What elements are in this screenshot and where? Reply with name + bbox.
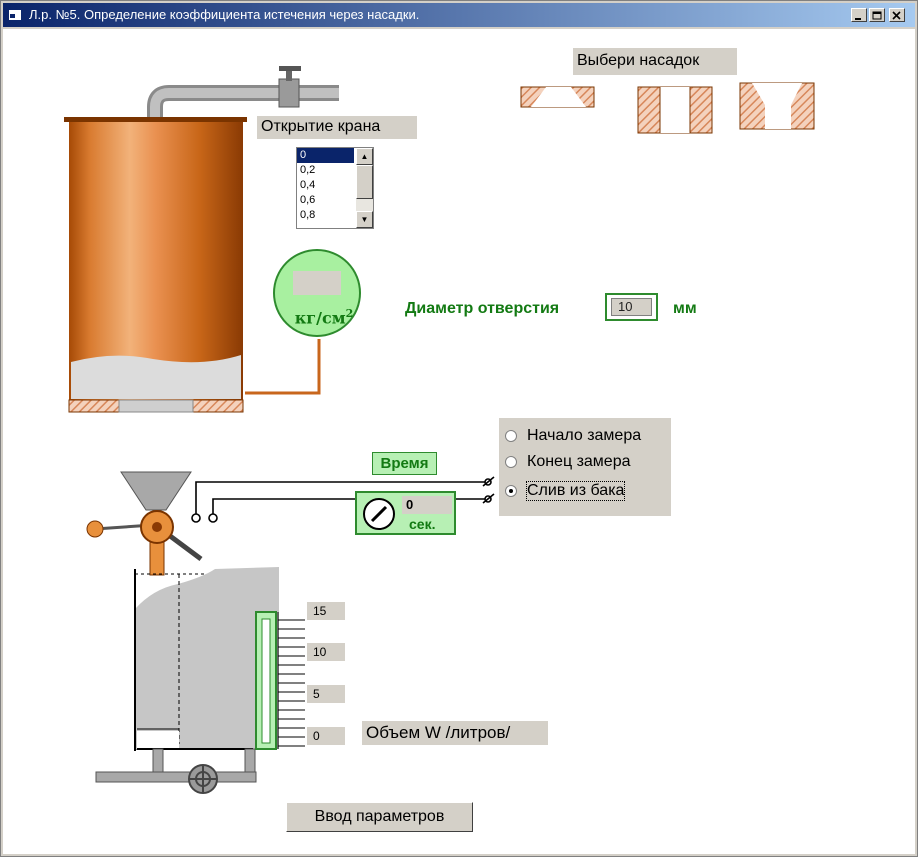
list-item[interactable]: 0,8	[300, 209, 316, 221]
scale-mark-5: 5	[307, 685, 345, 703]
nozzle-cylindrical[interactable]	[637, 86, 713, 134]
measurement-mode-group: Начало замера Конец замера Слив из бака	[499, 418, 671, 516]
list-scrollbar[interactable]: ▲ ▼	[356, 148, 373, 228]
radio-button-icon[interactable]	[505, 430, 517, 442]
enter-parameters-button[interactable]: Ввод параметров	[286, 802, 473, 832]
list-item[interactable]: 0	[297, 148, 354, 163]
diameter-label: Диаметр отверстия	[405, 300, 560, 317]
radio-end-measurement[interactable]: Конец замера	[505, 451, 631, 473]
diameter-field[interactable]: 10	[605, 293, 658, 321]
minimize-button[interactable]	[851, 8, 867, 22]
pressure-gauge	[245, 249, 361, 395]
timer-value: 0	[402, 496, 452, 514]
scale-mark-0: 0	[307, 727, 345, 745]
nozzle-conical[interactable]	[520, 86, 595, 108]
timer-wiring	[191, 476, 495, 523]
drain-funnel	[86, 471, 203, 576]
diameter-value[interactable]: 10	[611, 298, 652, 316]
stopwatch-icon	[363, 498, 395, 530]
scale-mark-15: 15	[307, 602, 345, 620]
scale-mark-10: 10	[307, 643, 345, 661]
list-item[interactable]: 0,4	[300, 179, 316, 191]
stopwatch: 0 сек.	[355, 491, 456, 535]
tap-opening-label: Открытие крана	[257, 116, 417, 139]
inlet-pipe	[147, 66, 339, 121]
gauge-unit-label: кг/см2	[294, 307, 354, 328]
nozzle-conoidal[interactable]	[739, 82, 815, 130]
minimize-icon	[855, 18, 861, 20]
close-icon	[892, 11, 901, 20]
window-title: Л.р. №5. Определение коэффициента истече…	[29, 7, 420, 22]
volume-label: Объем W /литров/	[362, 721, 548, 745]
list-item[interactable]: 0,6	[300, 194, 316, 206]
radio-start-measurement[interactable]: Начало замера	[505, 425, 641, 447]
radio-drain-tank[interactable]: Слив из бака	[505, 480, 626, 502]
title-bar[interactable]: Л.р. №5. Определение коэффициента истече…	[3, 3, 915, 27]
radio-button-icon[interactable]	[505, 456, 517, 468]
radio-label[interactable]: Слив из бака	[525, 481, 626, 501]
app-icon	[9, 10, 21, 20]
measuring-tank	[95, 567, 279, 794]
nozzle-options[interactable]	[520, 82, 815, 134]
maximize-button[interactable]	[869, 8, 885, 22]
tap-opening-list[interactable]: 0 0,2 0,4 0,6 0,8 ▲ ▼	[296, 147, 374, 229]
close-button[interactable]	[889, 8, 905, 22]
radio-label[interactable]: Конец замера	[527, 453, 631, 470]
scroll-up-icon[interactable]: ▲	[356, 148, 373, 165]
scroll-down-icon[interactable]: ▼	[356, 211, 373, 228]
level-gauge	[255, 611, 305, 750]
maximize-icon	[872, 11, 882, 20]
apparatus-diagram	[64, 66, 815, 794]
client-area: кг/см2 Открытие крана Выбери насадок 0 0…	[3, 29, 915, 854]
diameter-unit: мм	[673, 300, 697, 317]
water-tank	[64, 117, 247, 413]
radio-label[interactable]: Начало замера	[527, 427, 642, 444]
scroll-thumb[interactable]	[356, 165, 373, 199]
list-item[interactable]: 0,2	[300, 164, 316, 176]
time-label: Время	[372, 452, 437, 475]
radio-button-icon[interactable]	[505, 485, 517, 497]
choose-nozzle-label: Выбери насадок	[573, 48, 737, 75]
timer-unit: сек.	[409, 516, 436, 532]
